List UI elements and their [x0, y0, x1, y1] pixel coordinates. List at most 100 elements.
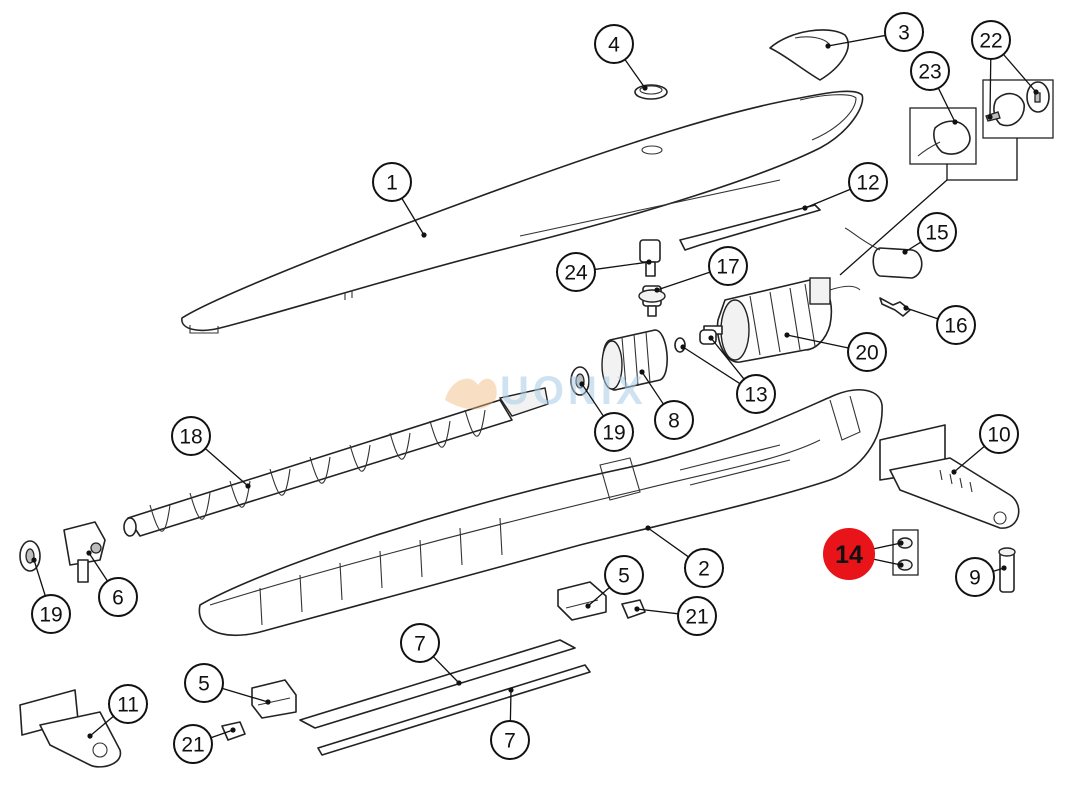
callout-label-23: 23: [918, 61, 941, 84]
callout-label-16: 16: [944, 315, 967, 338]
leader-line-7: [509, 689, 512, 722]
callout-8[interactable]: 8: [654, 400, 694, 440]
callout-circle-1: [372, 162, 412, 202]
part-7-rail-lower: [317, 664, 591, 756]
callout-5[interactable]: 5: [184, 663, 224, 703]
leader-lines: [31, 34, 1039, 739]
callout-circle-5: [604, 555, 644, 595]
callout-9[interactable]: 9: [955, 557, 995, 597]
callout-label-22: 22: [979, 30, 1002, 53]
leader-line-17: [656, 271, 711, 291]
leader-line-21: [210, 729, 234, 739]
leader-line-16: [905, 307, 939, 320]
callout-2[interactable]: 2: [684, 548, 724, 588]
callout-circle-7: [490, 720, 530, 760]
leader-line-13: [710, 337, 745, 380]
callout-5[interactable]: 5: [604, 555, 644, 595]
part-23-cover-set: [909, 107, 977, 165]
callout-label-20: 20: [855, 342, 878, 365]
leader-dot-12: [802, 205, 808, 211]
callout-circle-17: [708, 246, 748, 286]
leader-box-connector: [946, 138, 1018, 181]
leader-line-5: [587, 586, 611, 607]
part-22-cover-set: [982, 79, 1054, 139]
callout-16[interactable]: 16: [936, 305, 976, 345]
callout-12[interactable]: 12: [848, 162, 888, 202]
callout-label-17: 17: [716, 256, 739, 279]
callout-circle-10: [979, 414, 1019, 454]
callout-14[interactable]: 14: [823, 528, 875, 580]
leader-dot-21: [230, 727, 236, 733]
leader-dot-18: [245, 483, 251, 489]
callout-13[interactable]: 13: [736, 374, 776, 414]
callout-circle-5: [184, 663, 224, 703]
callout-label-24: 24: [564, 262, 588, 285]
callout-label-7: 7: [414, 633, 426, 656]
callout-label-14: 14: [835, 541, 863, 569]
callout-17[interactable]: 17: [708, 246, 748, 286]
leader-dot-2: [645, 525, 651, 531]
callout-10[interactable]: 10: [979, 414, 1019, 454]
leader-line-20: [786, 334, 849, 349]
callout-circle-4: [594, 24, 634, 64]
callout-label-11: 11: [117, 694, 139, 717]
callout-6[interactable]: 6: [98, 577, 138, 617]
leader-dot-13: [708, 335, 714, 341]
leader-dot-8: [639, 369, 645, 375]
callout-4[interactable]: 4: [594, 24, 634, 64]
callout-11[interactable]: 11: [108, 684, 148, 724]
leader-line-7: [432, 656, 460, 684]
leader-dot-14: [898, 540, 904, 546]
leader-line-15: [904, 241, 922, 253]
callout-22[interactable]: 22: [971, 20, 1011, 60]
part-5-limit-switch-lower: [251, 679, 297, 719]
callout-label-19: 19: [39, 604, 62, 627]
callout-circle-16: [936, 305, 976, 345]
callout-1[interactable]: 1: [372, 162, 412, 202]
leader-dot-4: [642, 85, 648, 91]
callout-label-5: 5: [618, 565, 630, 588]
callout-18[interactable]: 18: [171, 416, 211, 456]
callout-19[interactable]: 19: [31, 594, 71, 634]
callout-19[interactable]: 19: [594, 412, 634, 452]
callout-circle-2: [684, 548, 724, 588]
part-3-end-cap: [769, 29, 849, 81]
callout-circle-15: [917, 212, 957, 252]
callout-15[interactable]: 15: [917, 212, 957, 252]
callout-24[interactable]: 24: [556, 252, 596, 292]
callout-label-5: 5: [198, 673, 210, 696]
leader-dot-7: [456, 680, 462, 686]
part-19-bearing-lower: [19, 540, 41, 572]
leader-wire-connector: [839, 179, 948, 276]
callout-20[interactable]: 20: [847, 332, 887, 372]
callout-7[interactable]: 7: [400, 623, 440, 663]
leader-dot-13: [680, 344, 686, 350]
leader-dot-3: [825, 43, 831, 49]
callout-label-9: 9: [969, 567, 981, 590]
callout-label-7: 7: [504, 730, 516, 753]
leader-line-10: [953, 445, 985, 473]
leader-dot-19: [579, 381, 585, 387]
leader-line-22: [1002, 53, 1037, 93]
leader-dot-19: [31, 557, 37, 563]
callout-7[interactable]: 7: [490, 720, 530, 760]
callout-circle-19: [31, 594, 71, 634]
leader-dot-7: [508, 687, 514, 693]
callout-3[interactable]: 3: [884, 12, 924, 52]
callout-21[interactable]: 21: [173, 724, 213, 764]
callout-circle-21: [173, 724, 213, 764]
callout-23[interactable]: 23: [910, 51, 950, 91]
leader-line-5: [222, 687, 269, 703]
leader-dot-17: [654, 287, 660, 293]
callout-circle-8: [654, 400, 694, 440]
part-1-top-cover: [181, 90, 864, 334]
callout-21[interactable]: 21: [677, 596, 717, 636]
callout-circle-14: [823, 528, 875, 580]
leader-line-14: [873, 558, 902, 566]
leader-dot-6: [86, 550, 92, 556]
leader-line-18: [204, 448, 249, 487]
part-5-limit-switch-upper: [557, 581, 607, 621]
leader-line-21: [636, 608, 679, 615]
callout-label-8: 8: [668, 410, 680, 433]
